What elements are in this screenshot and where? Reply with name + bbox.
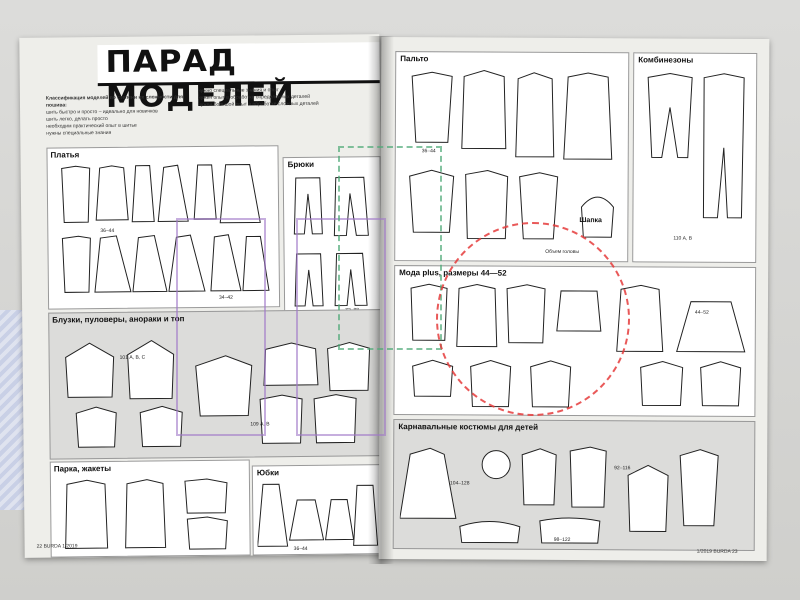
- size-label: 104–128: [450, 480, 470, 487]
- book-gutter: [368, 36, 394, 564]
- skirts-illustration: [257, 479, 380, 550]
- watermark-frame: [176, 218, 266, 436]
- section-title-parkas: Парка, жакеты: [53, 463, 112, 474]
- size-label: 36–44: [293, 545, 308, 553]
- right-footer: 1/2019 BURDA 23: [696, 548, 738, 555]
- classification-title: Классификация моделей по степени их слож…: [45, 94, 184, 109]
- section-title-coats: Пальто: [400, 54, 429, 64]
- classification-legend-2: нужно специальные знания и опыт нужен оп…: [198, 86, 358, 109]
- section-title-trousers: Брюки: [287, 159, 315, 170]
- classification-legend: Классификация моделей по степени их слож…: [46, 94, 186, 137]
- dress-illustration: [54, 160, 275, 302]
- section-skirts: Юбки 36–44: [251, 464, 385, 556]
- section-parkas: Парка, жакеты: [49, 459, 251, 558]
- coats-illustration: [401, 66, 624, 257]
- left-page: ПАРАД МОДЕЛЕЙ Классификация моделей по с…: [19, 34, 385, 558]
- section-jumpsuits: Комбинезоны 110 А, В: [632, 52, 758, 263]
- section-coats: Пальто Шапка Объем головы: [394, 51, 630, 263]
- section-trousers: Брюки 72–88: [282, 156, 383, 320]
- section-blouses: Блузки, пуловеры, анораки и топ: [48, 309, 384, 460]
- size-label: 110 А, В: [673, 235, 693, 242]
- page-title-banner: ПАРАД МОДЕЛЕЙ: [97, 42, 380, 115]
- blouses-illustration: [55, 324, 376, 453]
- size-label: 36–44: [100, 227, 115, 235]
- trousers-illustration: [290, 173, 377, 310]
- section-carnival: Карнавальные костюмы для детей 92–11: [392, 419, 756, 551]
- section-title-blouses: Блузки, пуловеры, анораки и топ: [52, 314, 185, 325]
- parkas-illustration: [57, 475, 248, 553]
- size-label: 98–122: [553, 536, 571, 543]
- left-footer: 22 BURDA 1/2019: [36, 543, 78, 550]
- size-label: 92–116: [614, 465, 631, 472]
- section-title-dresses: Платья: [50, 150, 80, 160]
- section-title-skirts: Юбки: [256, 468, 280, 478]
- section-title-jumpsuits: Комбинезоны: [638, 55, 694, 65]
- watermark-stamp: [436, 222, 630, 416]
- classification-item: нужны специальные знания: [46, 129, 112, 137]
- section-dresses: Платья: [46, 145, 281, 310]
- watermark-frame: [296, 218, 386, 436]
- jumpsuits-illustration: [637, 67, 754, 258]
- section-title-carnival: Карнавальные костюмы для детей: [398, 422, 539, 432]
- size-label: 44–52: [694, 309, 709, 316]
- watermark-frame: [338, 146, 442, 350]
- size-label: 101 А, В, С: [119, 354, 146, 361]
- section-title-hat: Шапка: [579, 217, 602, 225]
- carnival-illustration: [399, 434, 751, 548]
